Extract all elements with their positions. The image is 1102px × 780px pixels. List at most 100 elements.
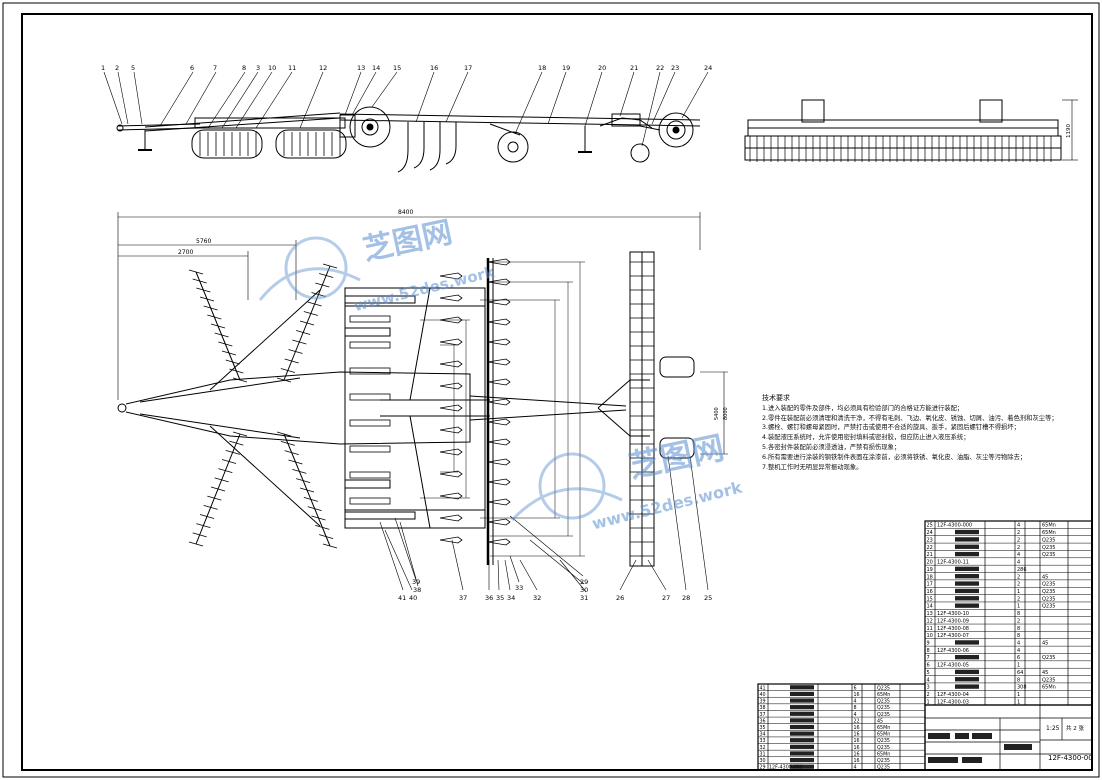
bom-right-qty: 2 <box>1017 618 1020 624</box>
frame-bar <box>349 367 391 375</box>
technical-note-4: 4.装配液压系统时，允许使用密封填料或密封胶，但应防止进入液压系统； <box>762 434 970 442</box>
bom-right-code: 12F-4300-06 <box>937 648 969 654</box>
balloon-14: 14 <box>372 64 380 72</box>
tine <box>439 536 463 544</box>
technical-note-3: 3.螺栓、螺钉和螺母紧固时，严禁打击或使用不合适的旋具、扳手，紧固后螺钉槽不得损… <box>762 424 1020 432</box>
tine <box>487 538 511 546</box>
bom-right-qty: 64 <box>1017 670 1023 676</box>
bom-right-no: 11 <box>927 626 933 632</box>
tine <box>439 426 463 434</box>
bom-left-qty: 16 <box>854 692 860 698</box>
balloon-13: 13 <box>357 64 365 72</box>
bom-left-no: 39 <box>760 699 766 705</box>
tine <box>487 418 511 426</box>
dim-height: 1190 <box>1066 124 1072 138</box>
bom-right-qty: 1 <box>1017 699 1020 705</box>
bom-right-redacted <box>955 684 979 689</box>
tine <box>439 382 463 390</box>
bom-right-qty: 4 <box>1017 552 1020 558</box>
bom-left-table <box>757 683 926 771</box>
bom-right-qty: 2 <box>1017 582 1020 588</box>
bom-right-no: 24 <box>927 530 933 536</box>
bom-right-redacted <box>955 551 979 557</box>
disc-blade <box>303 496 318 502</box>
bom-right-code: 12F-4300-000 <box>937 523 972 529</box>
plan-frame <box>117 251 695 567</box>
disc-blade <box>299 487 315 493</box>
frame-bar <box>349 419 391 427</box>
tine <box>487 378 511 386</box>
tine <box>439 294 463 302</box>
disc-blade <box>311 515 326 521</box>
balloon-28: 28 <box>682 594 690 602</box>
bom-left-no: 35 <box>760 725 766 731</box>
disc-blade <box>192 278 207 284</box>
technical-note-7: 7.整机工作时无明显异常振动现象。 <box>762 463 863 471</box>
bom-right-qty: 2 <box>1017 574 1020 580</box>
bom-right-no: 2 <box>927 692 930 698</box>
bom-right-qty: 2 <box>1017 596 1020 602</box>
bom-right-qty: 2 <box>1017 537 1020 543</box>
bom-left-redacted <box>790 711 814 716</box>
bom-right-redacted <box>955 596 979 601</box>
bom-right-no: 6 <box>927 663 930 669</box>
bom-right-material: 45 <box>1042 641 1048 647</box>
bom-right-material: Q235 <box>1042 552 1055 558</box>
bom-right-code: 12F-4300-07 <box>937 633 969 639</box>
bom-right-material: Q235 <box>1042 596 1055 602</box>
bom-right-code: 12F-4300-08 <box>937 626 969 632</box>
bom-right-redacted <box>955 603 979 608</box>
dim-overall-length: 8400 <box>398 209 413 216</box>
disc-blade <box>214 477 229 483</box>
balloon-17: 17 <box>464 64 472 72</box>
bom-right-no: 25 <box>927 523 933 529</box>
bom-right-qty: 8 <box>1017 626 1020 632</box>
bom-left-qty: 16 <box>854 745 860 751</box>
disc-blade <box>303 311 318 316</box>
bom-right-redacted <box>955 537 979 542</box>
bom-right-code: 12F-4300-05 <box>937 663 969 669</box>
bom-left-material: Q235 <box>877 745 890 751</box>
bom-right-material: Q235 <box>1042 677 1055 683</box>
bom-right-no: 7 <box>927 655 930 661</box>
bom-left-no: 33 <box>760 738 766 744</box>
bom-right-no: 3 <box>927 685 930 691</box>
bom-right-no: 18 <box>927 574 933 580</box>
tine <box>439 272 463 280</box>
balloon-7: 7 <box>213 64 217 72</box>
balloon-36: 36 <box>485 594 493 602</box>
disc-blade <box>292 339 307 345</box>
disc-blade <box>218 468 233 474</box>
bom-left-redacted <box>790 691 814 697</box>
disc-blade <box>221 459 237 464</box>
bom-left-code: 12F-4300-002 <box>769 765 803 771</box>
technical-notes: 技术要求 1.进入装配的零件及部件，均必须具有检验部门的合格证方能进行装配； 2… <box>762 394 1092 472</box>
bom-left-qty: 22 <box>854 718 860 724</box>
frame-bar <box>349 393 391 401</box>
bom-left-redacted <box>790 685 814 690</box>
bom-left-redacted <box>790 751 814 756</box>
bom-left-qty: 4 <box>854 699 857 705</box>
bom-right-qty: 8 <box>1017 633 1020 639</box>
bom-left-material: 65Mn <box>877 751 890 757</box>
bom-right-code: 12F-4300-10 <box>937 611 969 617</box>
bom-left-material: Q235 <box>877 705 890 711</box>
bom-right-redacted <box>955 677 979 682</box>
dim-span-a: 5760 <box>196 238 211 245</box>
bom-right-material: Q235 <box>1042 589 1055 595</box>
bom-left-redacted <box>790 724 814 730</box>
tine <box>487 358 511 366</box>
bom-right-no: 17 <box>927 582 933 588</box>
bom-right-no: 4 <box>927 677 930 683</box>
tine <box>439 404 463 412</box>
balloon-30: 30 <box>580 586 588 594</box>
bom-right-material: 45 <box>1042 670 1048 676</box>
bom-left-material: 45 <box>877 718 883 724</box>
tine <box>487 438 511 446</box>
bom-left-no: 36 <box>760 718 766 724</box>
disc-blade <box>315 524 330 530</box>
bom-left-qty: 4 <box>854 765 857 771</box>
bom-right-material: Q235 <box>1042 655 1055 661</box>
bom-left-material: 65Mn <box>877 732 890 738</box>
rear-view <box>744 99 1062 161</box>
